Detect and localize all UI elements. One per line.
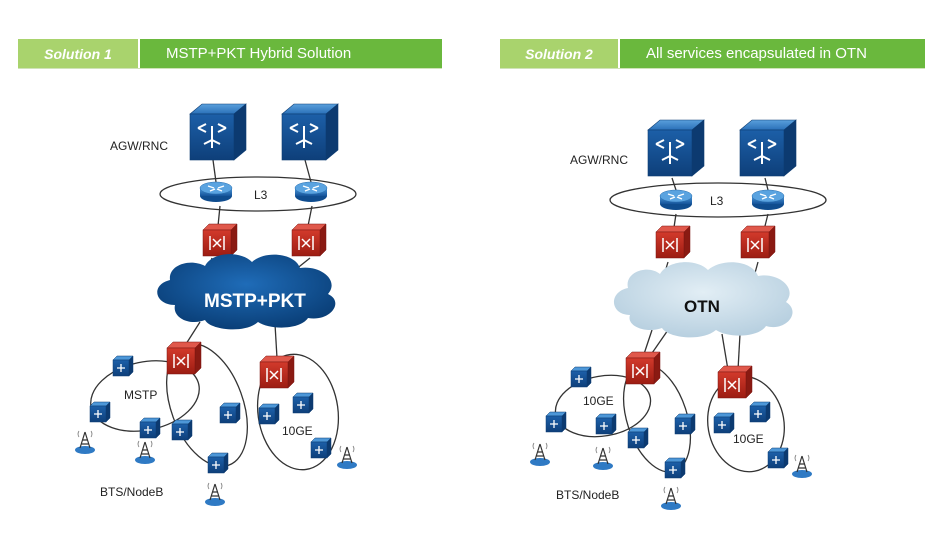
s1-bts-label: BTS/NodeB (100, 485, 164, 499)
s2-otn-node-icon (717, 365, 753, 399)
s1-bts-icon (74, 430, 96, 455)
solution-2-banner: Solution 2 All services encapsulated in … (500, 39, 925, 68)
solution-2-diagram (529, 119, 827, 511)
s1-access-node-icon (112, 355, 134, 377)
s1-core-node-icon (281, 103, 339, 161)
s2-otn-node-icon (740, 225, 776, 259)
s1-access-node-icon (207, 452, 229, 474)
s1-bts-icon (134, 440, 156, 465)
s1-bts-icon (204, 482, 226, 507)
s1-access-node-icon (89, 401, 111, 423)
solution-1-banner: Solution 1 MSTP+PKT Hybrid Solution (18, 39, 442, 68)
s1-core-node-icon (189, 103, 247, 161)
s2-router-icon (751, 189, 785, 211)
s2-access-node-icon (713, 412, 735, 434)
s1-access-node-icon (258, 403, 280, 425)
s2-ring-label: 10GE (583, 394, 614, 408)
s2-otn-node-icon (625, 351, 661, 385)
solution-1-diagram (74, 103, 358, 507)
s1-cloud (157, 254, 336, 330)
solution-1-tag: Solution 1 (18, 39, 138, 68)
s2-bts-icon (791, 454, 813, 479)
s1-access-node-icon (139, 417, 161, 439)
s2-access-node-icon (570, 366, 592, 388)
s1-ring-label: MSTP (124, 388, 158, 402)
s2-access-node-icon (545, 411, 567, 433)
s2-cloud-label: OTN (684, 297, 720, 316)
s1-bts-icon (336, 445, 358, 470)
s2-otn-node-icon (655, 225, 691, 259)
s2-access-node-icon (627, 427, 649, 449)
s1-router-icon (199, 181, 233, 203)
s2-bts-icon (529, 442, 551, 467)
s2-ring2-label: 10GE (733, 432, 764, 446)
s1-l3-label: L3 (254, 188, 268, 202)
s1-router-icon (294, 181, 328, 203)
s2-cloud (613, 262, 793, 338)
s2-access-node-icon (674, 413, 696, 435)
s2-core-node-icon (739, 119, 797, 177)
s2-bts-icon (592, 446, 614, 471)
s1-ring2-label: 10GE (282, 424, 313, 438)
solution-1-title: MSTP+PKT Hybrid Solution (138, 39, 442, 68)
s1-core-label: AGW/RNC (110, 139, 168, 153)
s2-access-node-icon (664, 457, 686, 479)
s2-l3-label: L3 (710, 194, 724, 208)
s2-core-label: AGW/RNC (570, 153, 628, 167)
s1-access-node-icon (219, 402, 241, 424)
s2-l3-ring (609, 182, 827, 218)
solution-2-title: All services encapsulated in OTN (618, 39, 925, 68)
solution-2-tag: Solution 2 (500, 39, 618, 68)
s2-access-node-icon (749, 401, 771, 423)
s2-access-node-icon (595, 413, 617, 435)
s2-router-icon (659, 189, 693, 211)
s1-otn-node-icon (202, 223, 238, 257)
s2-core-node-icon (647, 119, 705, 177)
s2-bts-icon (660, 486, 682, 511)
s1-otn-node-icon (259, 355, 295, 389)
s1-l3-ring (159, 176, 357, 212)
s1-cloud-label: MSTP+PKT (204, 291, 306, 312)
s1-access-node-icon (292, 392, 314, 414)
s2-access-node-icon (767, 447, 789, 469)
s2-bts-label: BTS/NodeB (556, 488, 620, 502)
s1-access-node-icon (310, 437, 332, 459)
s1-otn-node-icon (166, 341, 202, 375)
s1-access-node-icon (171, 419, 193, 441)
s1-otn-node-icon (291, 223, 327, 257)
